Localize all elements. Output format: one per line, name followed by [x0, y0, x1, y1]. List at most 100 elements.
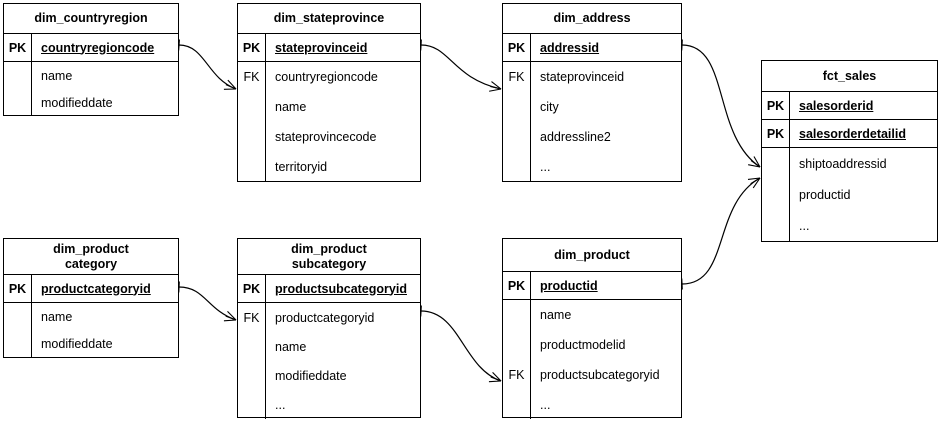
attribute-name: city [540, 100, 559, 114]
relationship-line [420, 310, 502, 382]
entity-title: fct_sales [762, 61, 937, 92]
key-marker [4, 62, 31, 89]
cardinality-many-marker-prong-1 [225, 84, 237, 90]
key-marker [503, 330, 530, 360]
key-marker: PK [238, 275, 266, 302]
key-marker: PK [762, 92, 790, 119]
key-marker [238, 92, 265, 122]
cardinality-many-marker-prong-1 [750, 177, 761, 185]
relationship-line [681, 177, 761, 285]
attribute-key-column [4, 303, 32, 357]
key-marker [503, 122, 530, 152]
attribute-key-column [762, 148, 790, 241]
key-marker: PK [762, 120, 790, 147]
key-marker: PK [503, 34, 531, 61]
attribute-name: countryregioncode [41, 40, 155, 55]
entity-title: dim_product subcategory [238, 239, 420, 275]
relationship-rel-countryregion-stateprovince[interactable] [178, 39, 237, 90]
key-marker [762, 210, 789, 241]
key-marker [238, 361, 265, 390]
relationship-rel-stateprovince-address[interactable] [420, 39, 502, 92]
attribute-name: name [275, 100, 307, 114]
cardinality-many-marker-prong-2 [753, 156, 761, 168]
attribute-name: modifieddate [41, 95, 113, 110]
key-marker [503, 92, 530, 122]
attribute-name: productsubcategoryid [275, 281, 407, 296]
key-marker: PK [238, 34, 266, 61]
attribute-key-column: FK [503, 62, 531, 182]
key-marker [503, 390, 530, 419]
attribute-key-column: FK [503, 300, 531, 419]
cardinality-many-marker-prong-2 [227, 311, 237, 321]
entity-key-row[interactable]: PK productid [503, 272, 681, 300]
key-marker [503, 152, 530, 182]
entity-key-row[interactable]: PK addressid [503, 34, 681, 62]
entity-title: dim_countryregion [4, 4, 178, 34]
attribute-name: productcategoryid [41, 281, 151, 296]
cardinality-many-marker-prong-0 [748, 164, 761, 168]
cardinality-many-marker-prong-2 [492, 371, 502, 382]
attribute-key-column: FK [238, 303, 266, 419]
cardinality-many-marker-prong-1 [225, 315, 237, 321]
key-marker [238, 390, 265, 419]
cardinality-many-marker-prong-0 [488, 380, 502, 383]
attribute-name: productmodelid [540, 338, 626, 352]
entity-key-row[interactable]: PK productcategoryid [4, 275, 178, 303]
relationship-line [178, 286, 237, 321]
attribute-name: productcategoryid [275, 310, 375, 325]
key-marker: FK [508, 70, 525, 84]
attribute-name: addressid [540, 40, 600, 55]
attribute-name: territoryid [275, 160, 328, 174]
key-marker: PK [4, 275, 32, 302]
attribute-name: modifieddate [41, 336, 113, 351]
relationship-rel-subcategory-product[interactable] [420, 305, 502, 383]
attribute-name: salesorderdetailid [799, 126, 906, 141]
attribute-name: stateprovinceid [275, 40, 368, 55]
key-marker [503, 300, 530, 330]
key-marker: PK [503, 272, 531, 299]
key-marker: FK [508, 368, 525, 382]
attribute-name: name [540, 308, 572, 322]
cardinality-many-marker-prong-2 [227, 79, 237, 90]
attribute-key-column [4, 62, 32, 116]
key-marker [238, 332, 265, 361]
attribute-name: modifieddate [275, 368, 347, 383]
entity-key-row[interactable]: PK stateprovinceid [238, 34, 420, 62]
cardinality-many-marker-prong-1 [490, 376, 502, 382]
attribute-name: name [275, 339, 307, 354]
entity-title: dim_product category [4, 239, 178, 275]
relationship-rel-productcategory-subcategory[interactable] [178, 281, 237, 322]
relationship-line [178, 44, 237, 90]
entity-key-row[interactable]: PK salesorderdetailid [762, 120, 937, 148]
attribute-key-column: FK [238, 62, 266, 182]
relationship-line [681, 44, 761, 168]
attribute-name: countryregioncode [275, 70, 378, 84]
relationship-rel-product-fctsales[interactable] [681, 177, 761, 290]
entity-key-row[interactable]: PK productsubcategoryid [238, 275, 420, 303]
key-marker: FK [243, 310, 260, 325]
relationship-rel-address-fctsales[interactable] [681, 39, 761, 168]
attribute-name: productid [540, 278, 598, 293]
key-marker [762, 179, 789, 210]
